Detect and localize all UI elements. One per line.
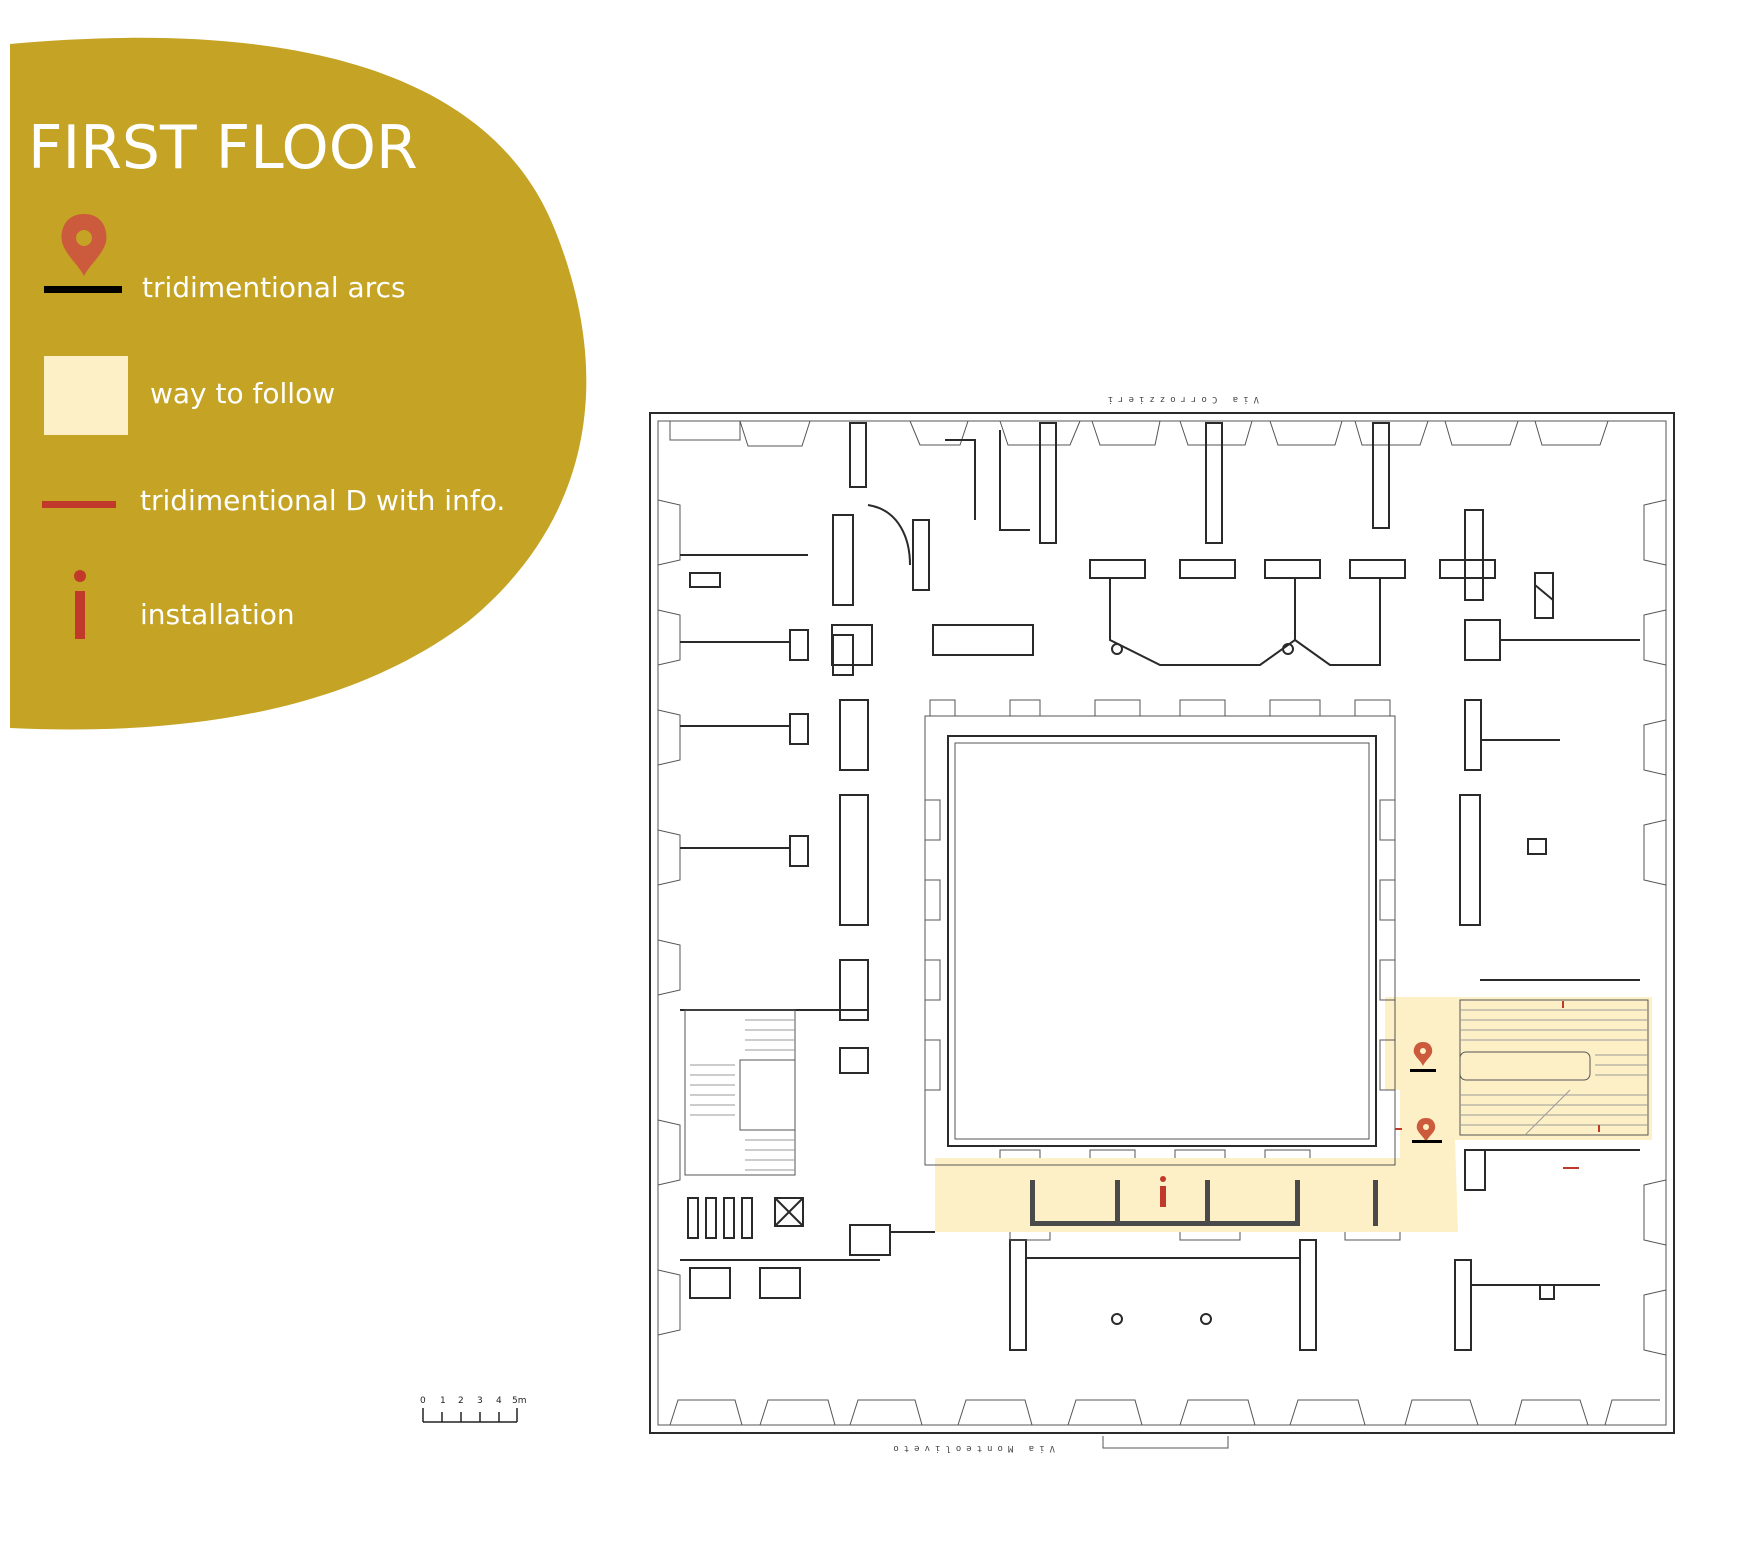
legend-item-path: way to follow bbox=[44, 356, 335, 435]
map-pin-marker-icon bbox=[1410, 1042, 1436, 1072]
installation-marker-icon bbox=[1160, 1176, 1166, 1207]
legend-item-label: installation bbox=[140, 598, 295, 631]
path-swatch-icon bbox=[44, 356, 128, 435]
legend-background bbox=[10, 37, 587, 730]
way-to-follow-area bbox=[935, 997, 1652, 1232]
black-line-icon bbox=[44, 286, 122, 293]
legend-item-label: way to follow bbox=[150, 377, 335, 410]
scale-tick-label: 2 bbox=[458, 1396, 464, 1406]
street-label-south: Via Monteoliveto bbox=[888, 1443, 1055, 1453]
info-i-icon bbox=[74, 570, 86, 639]
map-pin-icon bbox=[61, 214, 107, 276]
scale-bar: 0 1 2 3 4 5m bbox=[420, 1396, 527, 1423]
legend-item-label: tridimentional arcs bbox=[142, 271, 406, 304]
legend-item-arcs: tridimentional arcs bbox=[44, 214, 406, 304]
scale-tick-label: 0 bbox=[420, 1396, 426, 1406]
info-red-lines bbox=[1395, 1001, 1600, 1169]
east-staircase bbox=[1459, 999, 1649, 1136]
scale-tick-label: 5m bbox=[512, 1396, 527, 1406]
tridimentional-arcs bbox=[1030, 1180, 1378, 1226]
legend-item-installation: installation bbox=[74, 570, 295, 639]
red-line-icon bbox=[42, 501, 116, 508]
scale-tick-label: 3 bbox=[477, 1396, 483, 1406]
legend-title: FIRST FLOOR bbox=[28, 113, 418, 183]
map-pin-marker-icon bbox=[1412, 1118, 1442, 1143]
legend-panel: FIRST FLOOR tridimentional arcs way to f… bbox=[10, 37, 587, 730]
west-staircase bbox=[684, 1009, 796, 1176]
scale-tick-label: 4 bbox=[496, 1396, 502, 1406]
south-entrance-step bbox=[1102, 1436, 1229, 1449]
legend-item-info: tridimentional D with info. bbox=[42, 484, 505, 517]
legend-item-label: tridimentional D with info. bbox=[140, 484, 505, 517]
street-label-north: Via Corrozzieri bbox=[1103, 394, 1259, 404]
scale-tick-label: 1 bbox=[440, 1396, 446, 1406]
building-plan bbox=[649, 412, 1675, 1434]
